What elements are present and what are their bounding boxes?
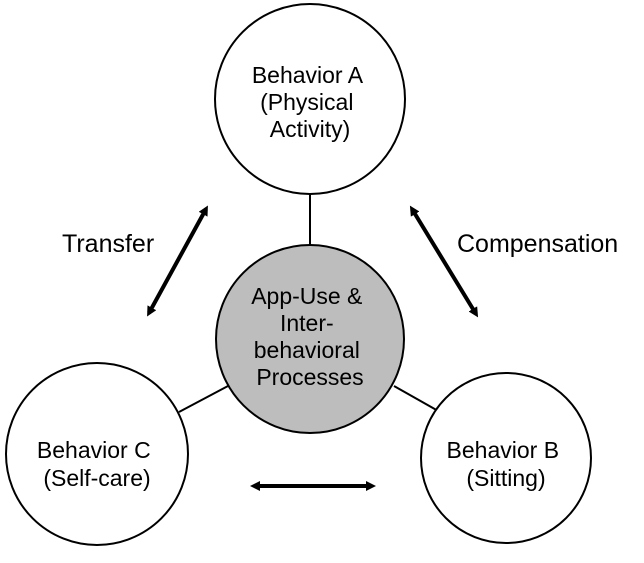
node-top-line-1: Behavior A [252, 62, 364, 88]
connector-right [393, 385, 441, 413]
node-right-line-1: Behavior B [447, 437, 560, 463]
connector-left [178, 385, 229, 413]
compensation-arrow [409, 205, 479, 318]
node-top-circle [214, 3, 406, 195]
node-left-label: Behavior C (Self-care) [37, 437, 157, 491]
node-center-line-4: Processes [256, 364, 363, 390]
compensation-label: Compensation [457, 230, 618, 258]
node-center-line-3: behavioral [254, 337, 360, 363]
node-top-label: Behavior A (Physical Activity) [252, 62, 368, 142]
node-right-circle [420, 372, 592, 544]
node-center-circle [215, 244, 405, 434]
node-right-label: Behavior B (Sitting) [447, 437, 566, 491]
node-top-line-2: (Physical [260, 89, 353, 115]
node-top-line-3: Activity) [270, 116, 351, 142]
node-center-line-2: Inter- [280, 310, 334, 336]
node-left-circle [5, 362, 189, 546]
transfer-label: Transfer [62, 230, 154, 258]
node-center-label: App-Use & Inter- behavioral Processes [251, 283, 369, 390]
node-left-line-1: Behavior C [37, 437, 151, 463]
node-center-line-1: App-Use & [251, 283, 362, 309]
node-left-line-2: (Self-care) [43, 465, 150, 491]
node-right-line-2: (Sitting) [466, 465, 545, 491]
transfer-arrow [147, 205, 208, 317]
